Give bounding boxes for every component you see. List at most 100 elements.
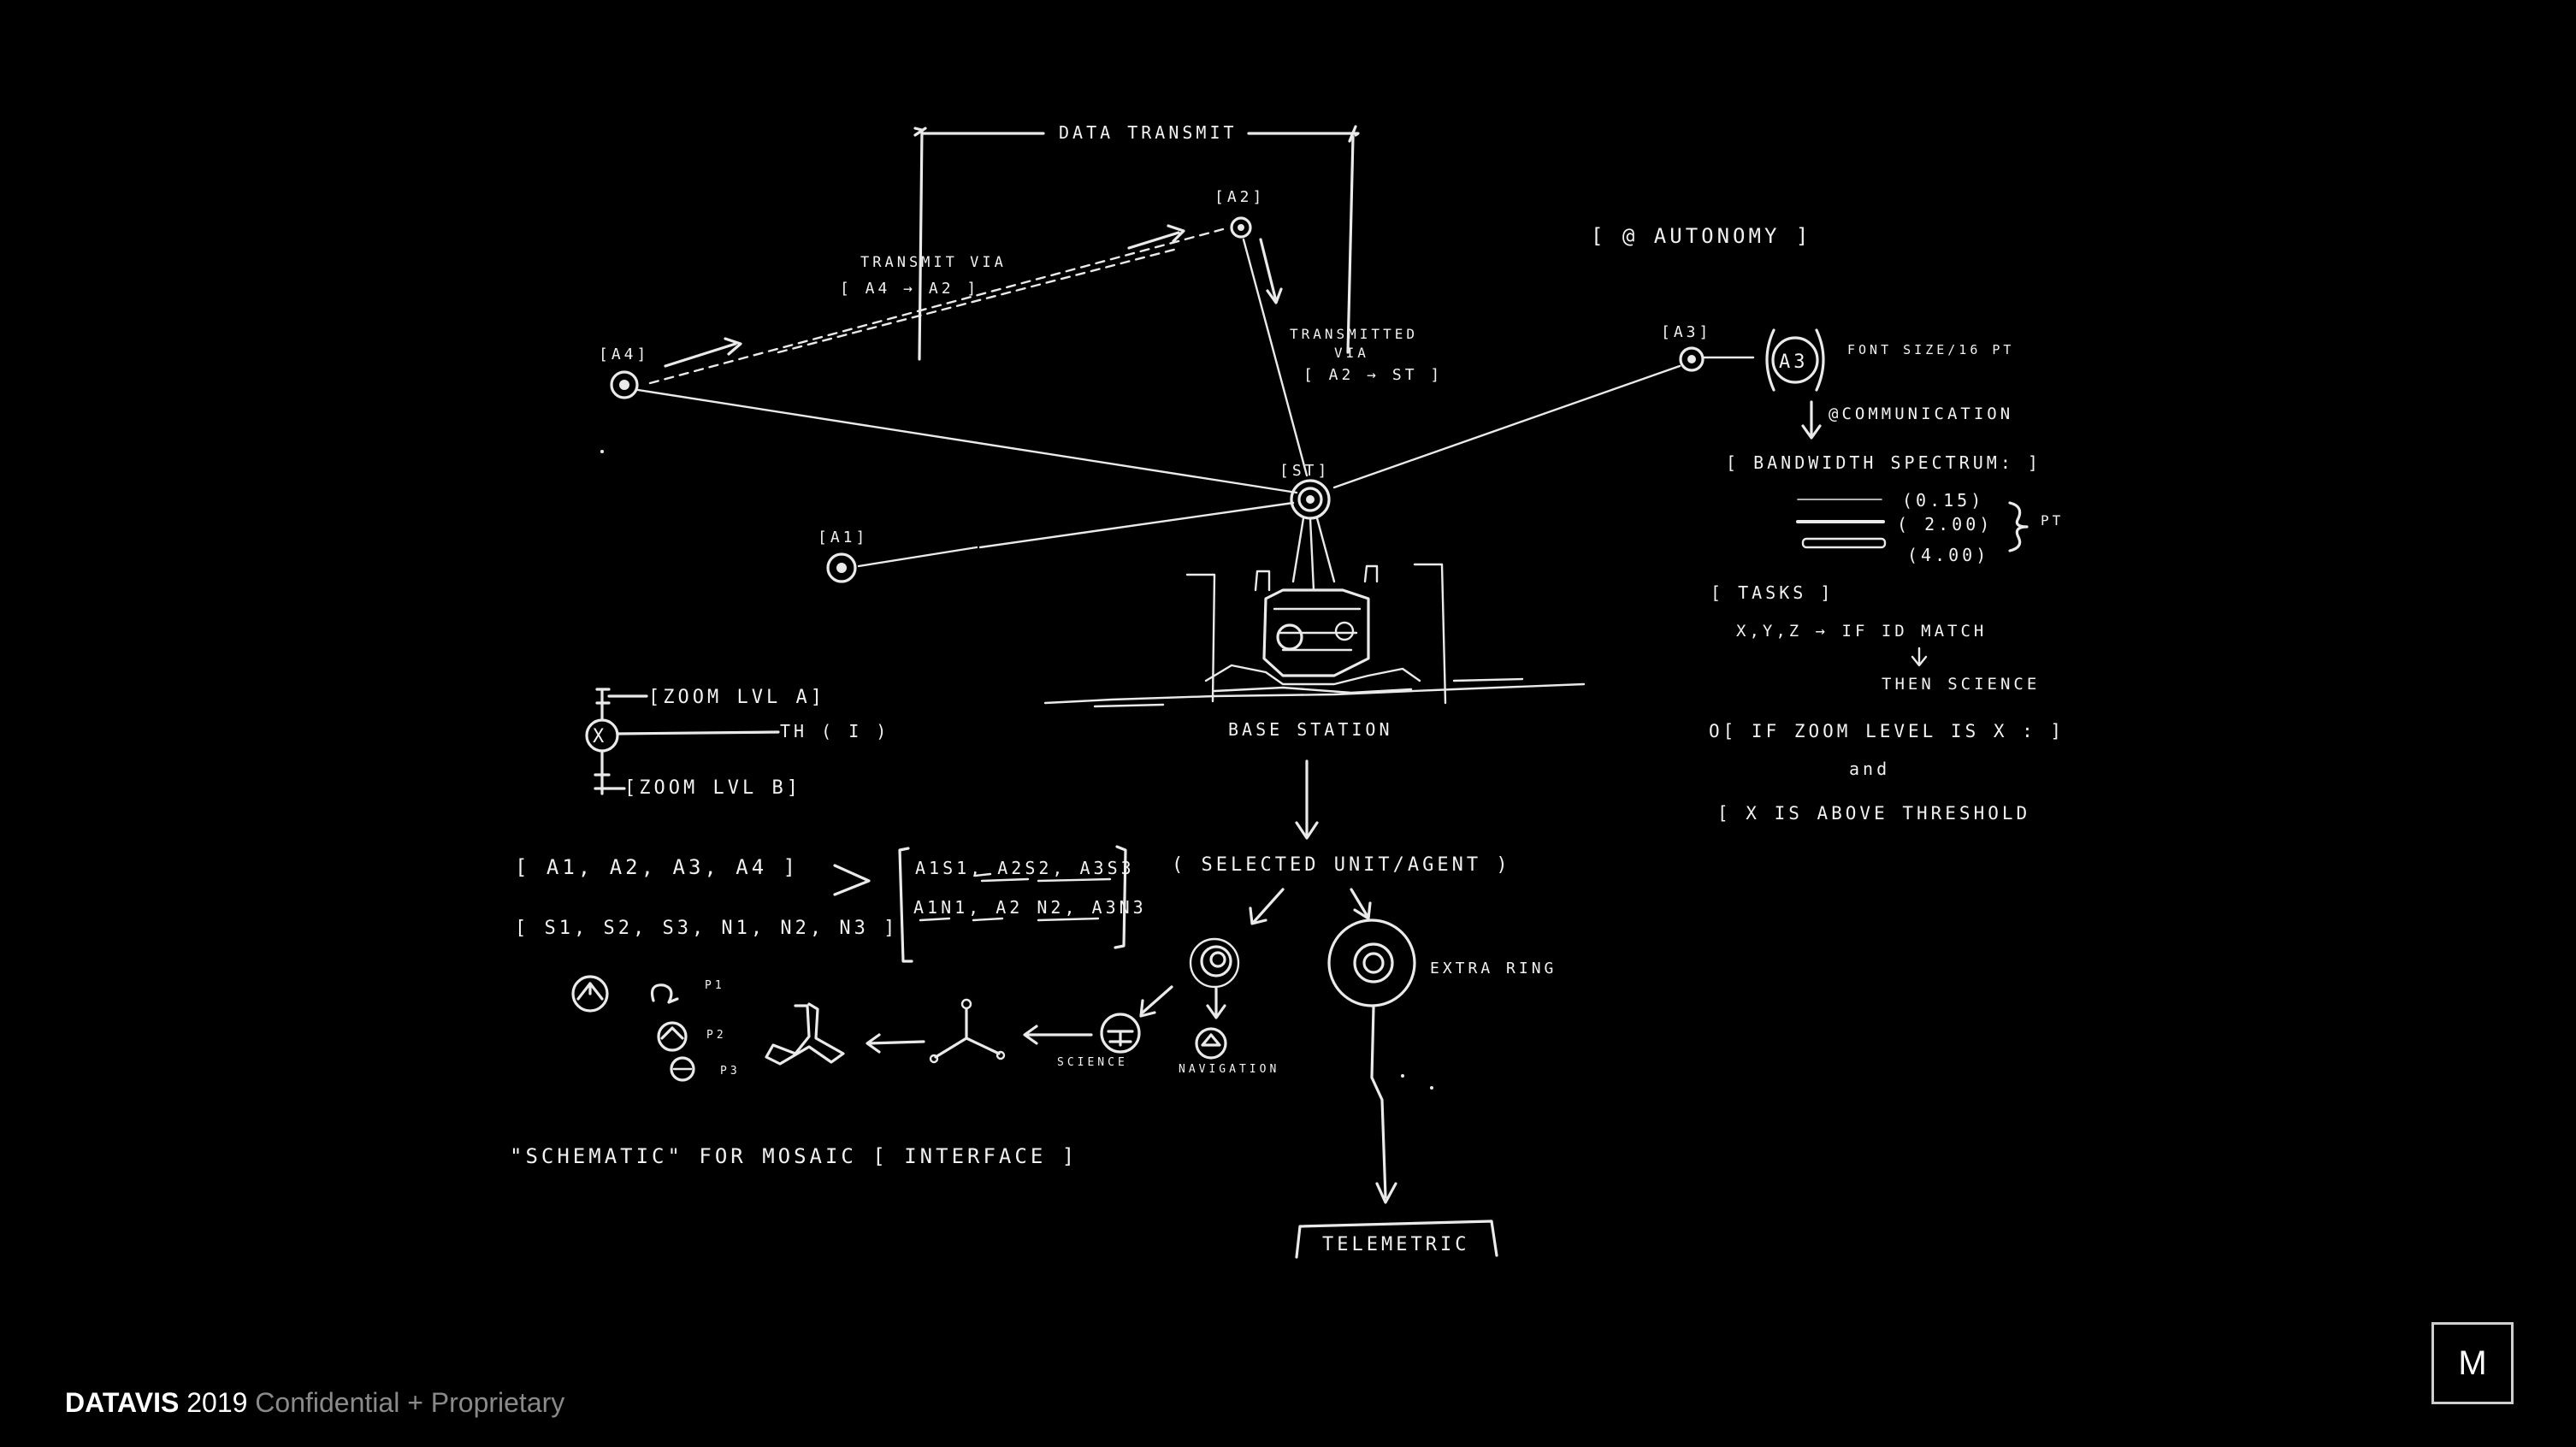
bw-value-3: (4.00) bbox=[1907, 545, 1989, 565]
extra-ring-label: EXTRA RING bbox=[1430, 960, 1557, 977]
selected-unit-label: ( SELECTED UNIT/AGENT ) bbox=[1172, 854, 1511, 876]
a3-big-label: A3 bbox=[1779, 351, 1809, 373]
a1-st-line-b bbox=[978, 501, 1295, 549]
a3-st-line bbox=[1332, 364, 1681, 489]
data-transmit-bracket bbox=[913, 125, 1360, 361]
footer-year: 2019 bbox=[186, 1387, 248, 1418]
node-a3-label: [A3] bbox=[1661, 323, 1711, 341]
footer: DATAVIS 2019 Confidential + Proprietary bbox=[65, 1387, 564, 1419]
node-st-label: [ST] bbox=[1279, 462, 1330, 480]
zoom-th-i: TH ( i ) bbox=[780, 721, 889, 741]
zoom-condition: o[ IF ZOOM LEVEL IS X : ] bbox=[1709, 721, 2065, 741]
a3-big-circle bbox=[1771, 336, 1819, 384]
tri-node-icon bbox=[929, 998, 1006, 1064]
communication-label: @COMMUNICATION bbox=[1829, 405, 2013, 423]
sn-list: [ S1, S2, S3, N1, N2, N3 ] bbox=[515, 918, 898, 939]
telemetric-dot-a bbox=[1401, 1074, 1404, 1078]
base-down-arrowhead bbox=[1295, 821, 1319, 840]
tasks-label: [ TASKS ] bbox=[1710, 582, 1834, 603]
a1-st-line-a bbox=[857, 546, 978, 568]
p-icons bbox=[571, 975, 695, 1082]
font-size-note: FONT SIZE/16 PT bbox=[1847, 342, 2014, 357]
telemetric-label: TELEMETRIC bbox=[1322, 1234, 1469, 1255]
select-arrowhead-right bbox=[1353, 901, 1372, 920]
sci-arrowhead bbox=[1139, 999, 1156, 1018]
node-a2-dot bbox=[1238, 224, 1244, 231]
autonomy-label: [ @ AUTONOMY ] bbox=[1591, 224, 1811, 248]
selected-unit-icon bbox=[1189, 937, 1240, 989]
threshold-condition: [ X IS ABOVE THRESHOLD bbox=[1717, 803, 2030, 824]
select-arrow-right bbox=[1350, 888, 1368, 917]
node-a3 bbox=[1679, 346, 1705, 372]
data-transmit-label: DATA TRANSMIT bbox=[1059, 122, 1238, 143]
node-st-inner bbox=[1297, 487, 1323, 512]
sci-arrow bbox=[1141, 985, 1173, 1014]
zoom-lvl-b: [ZOOM LVL B] bbox=[624, 777, 801, 799]
xyz-rule: X,Y,Z → IF ID MATCH bbox=[1736, 622, 1987, 641]
transmitted-route: [ A2 → ST ] bbox=[1303, 366, 1443, 384]
p3-label: P3 bbox=[720, 1065, 741, 1078]
node-a1-label: [A1] bbox=[818, 529, 868, 546]
pairing-row-1: A1S1, A2S2, A3S3 bbox=[915, 858, 1135, 878]
m-logo-letter: M bbox=[2458, 1344, 2487, 1382]
telemetric-arrowhead bbox=[1375, 1182, 1397, 1204]
node-a4-dot bbox=[619, 380, 629, 390]
node-a3-dot bbox=[1687, 355, 1696, 363]
node-a4 bbox=[610, 370, 639, 399]
navigation-icon bbox=[1195, 1027, 1227, 1060]
telemetric-line bbox=[1370, 1006, 1387, 1199]
bw-value-1: (0.15) bbox=[1902, 490, 1984, 511]
extra-ring-icon bbox=[1327, 918, 1416, 1007]
a4-a2-link bbox=[648, 224, 1225, 385]
node-st-dot bbox=[1306, 495, 1315, 504]
transmitted-label: TRANSMITTED bbox=[1290, 326, 1418, 342]
science-icon bbox=[1100, 1013, 1141, 1054]
base-station-sketch bbox=[1043, 517, 1586, 708]
node-a1 bbox=[826, 552, 857, 583]
a4-st-line bbox=[636, 388, 1298, 494]
m-logo: M bbox=[2431, 1322, 2514, 1404]
node-a2 bbox=[1230, 216, 1252, 239]
telemetric-dot-b bbox=[1430, 1086, 1433, 1090]
propeller-icon bbox=[765, 1002, 845, 1066]
and-word: and bbox=[1849, 759, 1890, 779]
flow-arrowhead-2 bbox=[866, 1033, 881, 1054]
list-arrow bbox=[833, 864, 871, 896]
flow-arrowhead-1 bbox=[1023, 1025, 1038, 1045]
bw-brace bbox=[2008, 501, 2029, 552]
zoom-widget bbox=[585, 688, 780, 795]
a3-bracket-left bbox=[1765, 328, 1775, 392]
agents-list: [ A1, A2, A3, A4 ] bbox=[515, 855, 799, 879]
via-label: VIA bbox=[1334, 345, 1369, 361]
communication-arrowhead bbox=[1801, 424, 1822, 440]
bw-value-2: ( 2.00) bbox=[1897, 514, 1993, 535]
bandwidth-label: [ BANDWIDTH SPECTRUM: ] bbox=[1726, 452, 2041, 473]
footer-brand: DATAVIS bbox=[65, 1387, 180, 1418]
telemetric-box bbox=[1295, 1220, 1498, 1259]
zoom-x-glyph: X bbox=[593, 726, 607, 747]
p1-label: P1 bbox=[705, 979, 725, 992]
p2-label: P2 bbox=[706, 1029, 727, 1042]
bw-unit: PT bbox=[2041, 512, 2064, 529]
node-a1-dot bbox=[836, 563, 847, 573]
node-a2-label: [A2] bbox=[1214, 188, 1265, 206]
a2-down-arrowhead bbox=[1266, 287, 1283, 304]
select-arrow-left bbox=[1252, 888, 1285, 924]
base-station-label: BASE STATION bbox=[1228, 719, 1393, 740]
transmit-via-label: TRANSMIT VIA bbox=[860, 254, 1007, 271]
pairing-row-2: A1N1, A2 N2, A3N3 bbox=[913, 897, 1147, 918]
stray-dot bbox=[600, 450, 604, 453]
bw-line-3 bbox=[1801, 537, 1887, 549]
select-arrowhead-left bbox=[1249, 907, 1267, 925]
then-arrowhead bbox=[1911, 655, 1928, 667]
transmit-via-route: [ A4 → A2 ] bbox=[840, 280, 979, 298]
science-label: SCIENCE bbox=[1057, 1056, 1128, 1069]
navigation-label: NAVIGATION bbox=[1179, 1063, 1279, 1076]
a3-bracket-right bbox=[1815, 328, 1825, 392]
a2-st-line bbox=[1242, 238, 1309, 477]
zoom-lvl-a: [ZOOM LVL A] bbox=[648, 687, 825, 708]
node-a4-label: [A4] bbox=[599, 346, 649, 363]
then-science: THEN SCIENCE bbox=[1882, 675, 2040, 694]
flow-arrow-2 bbox=[867, 1040, 925, 1045]
